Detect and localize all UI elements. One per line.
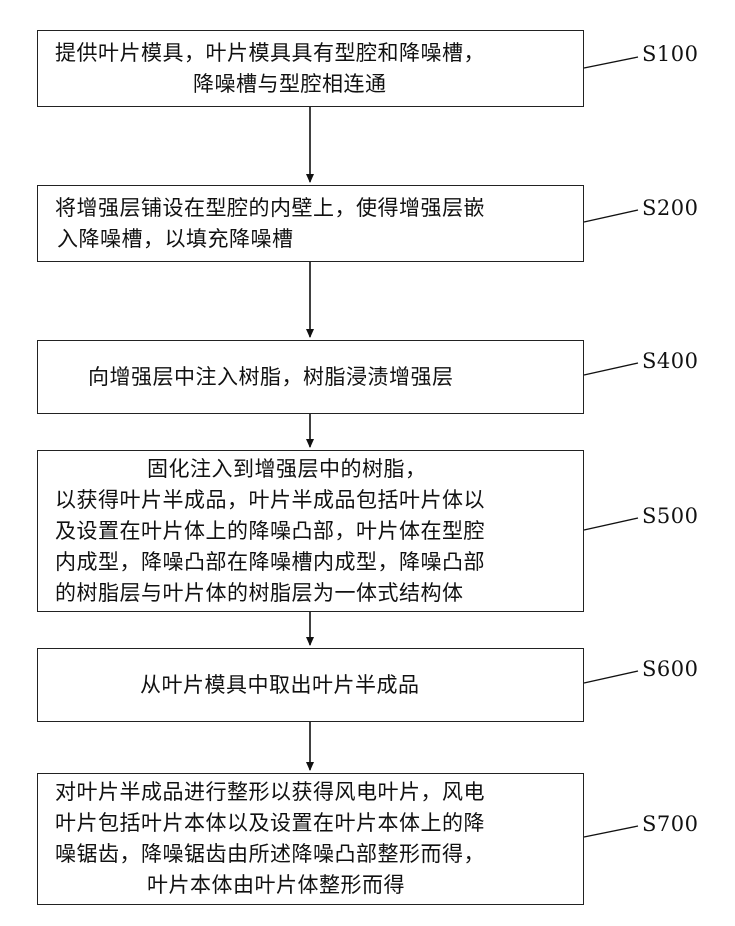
step-text: 固化注入到增强层中的树脂， — [55, 454, 583, 485]
step-label-s200: S200 — [642, 196, 698, 220]
leader-s400 — [584, 363, 638, 375]
step-label-s400: S400 — [642, 349, 698, 373]
step-label-s600: S600 — [642, 657, 698, 681]
step-label-s700: S700 — [642, 812, 698, 836]
step-label-s100: S100 — [642, 42, 698, 66]
step-label-s500: S500 — [642, 504, 698, 528]
step-text: 叶片包括叶片本体以及设置在叶片本体上的降 — [55, 808, 583, 839]
step-text: 向增强层中注入树脂，树脂浸渍增强层 — [88, 362, 583, 393]
step-text: 及设置在叶片体上的降噪凸部，叶片体在型腔 — [55, 516, 583, 547]
step-text: 入降噪槽，以填充降噪槽 — [55, 224, 583, 255]
step-box-s600: 从叶片模具中取出叶片半成品 — [37, 648, 584, 722]
step-text: 提供叶片模具，叶片模具具有型腔和降噪槽， — [55, 38, 583, 69]
leader-s700 — [584, 826, 638, 837]
step-text: 噪锯齿，降噪锯齿由所述降噪凸部整形而得， — [55, 839, 583, 870]
step-box-s400: 向增强层中注入树脂，树脂浸渍增强层 — [37, 340, 584, 414]
step-text: 降噪槽与型腔相连通 — [55, 69, 583, 100]
step-text: 以获得叶片半成品，叶片半成品包括叶片体以 — [55, 485, 583, 516]
leader-s500 — [584, 518, 638, 530]
leader-s100 — [584, 57, 638, 68]
step-text: 叶片本体由叶片体整形而得 — [55, 870, 583, 901]
step-text: 将增强层铺设在型腔的内壁上，使得增强层嵌 — [55, 193, 583, 224]
leader-s200 — [584, 210, 638, 222]
step-text: 从叶片模具中取出叶片半成品 — [140, 670, 583, 701]
step-box-s100: 提供叶片模具，叶片模具具有型腔和降噪槽， 降噪槽与型腔相连通 — [37, 30, 584, 107]
step-box-s500: 固化注入到增强层中的树脂， 以获得叶片半成品，叶片半成品包括叶片体以 及设置在叶… — [37, 450, 584, 612]
step-box-s700: 对叶片半成品进行整形以获得风电叶片，风电 叶片包括叶片本体以及设置在叶片本体上的… — [37, 773, 584, 905]
step-text: 的树脂层与叶片体的树脂层为一体式结构体 — [55, 578, 583, 609]
step-text: 对叶片半成品进行整形以获得风电叶片，风电 — [55, 777, 583, 808]
step-box-s200: 将增强层铺设在型腔的内壁上，使得增强层嵌 入降噪槽，以填充降噪槽 — [37, 185, 584, 262]
leader-s600 — [584, 671, 638, 683]
step-text: 内成型，降噪凸部在降噪槽内成型，降噪凸部 — [55, 547, 583, 578]
